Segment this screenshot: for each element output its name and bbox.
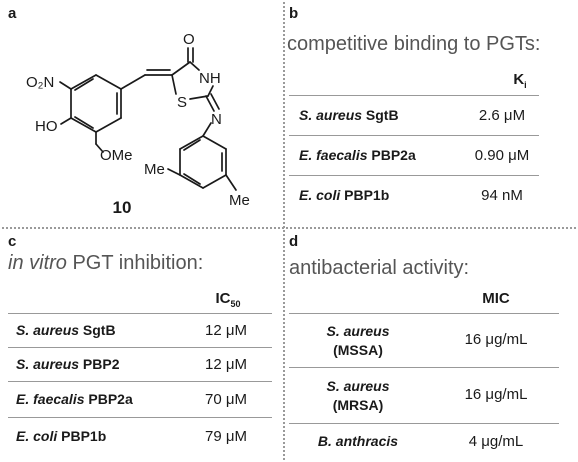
atom-n: N [211,111,222,128]
atom-carbonyl-o: O [183,31,195,48]
table-row: S. aureus(MSSA) 16 μg/mL [289,314,559,368]
panel-b-binding: b competitive binding to PGTs: Ki S. aur… [283,0,578,228]
organism-label: E. coli PBP1b [16,428,107,444]
table-row: E. faecalis PBP2a 70 μM [8,382,272,418]
organism-label: S. aureus SgtB [16,322,116,338]
mic-column-header: MIC [482,290,510,307]
ic50-value: 12 μM [205,356,247,373]
ic50-value: 70 μM [205,391,247,408]
organism-label: S. aureus(MRSA) [326,378,390,413]
panel-c-title: in vitro PGT inhibition: [8,252,204,274]
panel-c-label: c [8,233,17,250]
ic50-value: 12 μM [205,322,247,339]
ic50-header-text: IC [215,290,231,307]
vertical-divider [283,2,285,460]
table-row: E. faecalis PBP2a 0.90 μM [289,136,539,176]
organism-label: B. anthracis [317,433,399,449]
atom-ome: OMe [100,147,133,164]
ic50-column-header: IC50 [184,290,272,313]
panel-b-label: b [289,5,299,22]
ki-value: 94 nM [481,187,523,204]
organism-label: E. coli PBP1b [299,187,390,203]
ki-header-text: K [513,71,525,88]
atom-s: S [177,94,187,111]
table-row: B. anthracis 4 μg/mL [289,424,559,460]
ki-column-header: Ki [471,71,569,94]
atom-nitro: O₂N [26,74,54,91]
table-row: E. coli PBP1b 94 nM [289,176,539,216]
panel-c-inhibition: c in vitro PGT inhibition: IC50 S. aureu… [0,228,283,462]
panel-b-title: competitive binding to PGTs: [287,33,541,55]
panel-a-structure: a [0,0,283,228]
mic-value: 16 μg/mL [464,386,528,403]
atom-ho: HO [35,118,58,135]
compound-number: 10 [113,198,132,217]
organism-label: E. faecalis PBP2a [16,391,133,407]
table-row: E. coli PBP1b 79 μM [8,418,272,456]
atom-nh: NH [199,70,221,87]
table-row: S. aureus SgtB 2.6 μM [289,96,539,136]
panel-d-antibacterial: d antibacterial activity: MIC S. aureus(… [283,228,578,462]
mic-value: 16 μg/mL [464,331,528,348]
table-d-top-rule [289,313,559,314]
table-row: S. aureus PBP2 12 μM [8,348,272,382]
ki-value: 2.6 μM [478,107,526,124]
ic50-header-subscript: 50 [230,299,241,309]
table-b-top-rule [289,95,539,96]
horizontal-divider [2,227,576,229]
panel-d-label: d [289,233,299,250]
atom-me-left: Me [144,161,165,178]
ki-value: 0.90 μM [474,147,530,164]
organism-label: S. aureus(MSSA) [326,323,390,358]
mic-value: 4 μg/mL [468,433,524,450]
organism-label: S. aureus SgtB [299,107,399,123]
compound-10-structure: O NH S N O₂N HO OMe Me Me 10 [26,31,250,217]
ic50-value: 79 μM [205,428,247,445]
panel-d-title: antibacterial activity: [289,257,470,279]
panel-a-label: a [8,5,17,22]
ki-header-subscript: i [524,80,527,90]
atom-me-right: Me [229,192,250,209]
table-row: S. aureus SgtB 12 μM [8,314,272,348]
organism-label: E. faecalis PBP2a [299,147,416,163]
table-c-top-rule [8,313,272,314]
organism-label: S. aureus PBP2 [16,356,120,372]
table-row: S. aureus(MRSA) 16 μg/mL [289,368,559,424]
